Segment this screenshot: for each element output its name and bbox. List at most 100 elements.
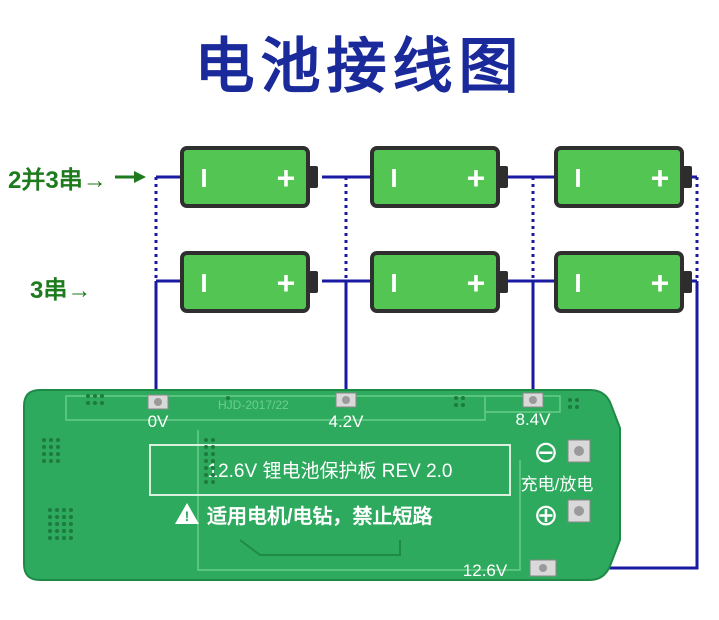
via-dot [48, 529, 52, 533]
label-2p3s: 2并3串→ [8, 167, 107, 194]
charge-discharge-label: 充电/放电 [521, 475, 594, 494]
battery-negative-mark: I [574, 268, 581, 298]
via-dot [48, 508, 52, 512]
via-dot [55, 508, 59, 512]
via-dot [204, 445, 208, 449]
battery-grid: I+I+I+I+I+I+ [180, 146, 692, 313]
via-dot [56, 459, 60, 463]
via-dot [69, 529, 73, 533]
via-dot [93, 401, 97, 405]
battery-negative-mark: I [200, 163, 207, 193]
battery-body [180, 146, 310, 208]
via-dot [55, 536, 59, 540]
pad-label-4v2: 4.2V [329, 412, 365, 431]
battery-cell: I+ [180, 251, 318, 313]
via-dot [211, 445, 215, 449]
via-dot [42, 459, 46, 463]
battery-cell: I+ [554, 251, 692, 313]
pad-output-neg-hole [574, 446, 584, 456]
via-dot [42, 452, 46, 456]
battery-body [554, 251, 684, 313]
wires [154, 175, 699, 570]
battery-cell: I+ [554, 146, 692, 208]
via-dot [204, 480, 208, 484]
pad-4v2-hole [342, 396, 350, 404]
protection-board: 12.6V 锂电池保护板 REV 2.0 ! 适用电机/电钻，禁止短路 HJD-… [23, 389, 621, 581]
pad-output-pos-hole [574, 506, 584, 516]
via-dot [461, 403, 465, 407]
battery-positive-mark: + [467, 265, 486, 301]
warning-text: 适用电机/电钻，禁止短路 [207, 504, 434, 528]
battery-terminal-cap [309, 271, 318, 293]
via-dot [69, 515, 73, 519]
arrow-head-row1 [134, 171, 146, 183]
warning-icon-mark: ! [185, 508, 190, 524]
label-3s: 3串→ [30, 277, 92, 304]
via-dot [49, 438, 53, 442]
product-label: 12.6V 锂电池保护板 REV 2.0 [208, 460, 453, 482]
via-dot [55, 522, 59, 526]
via-dot [211, 459, 215, 463]
via-dot [55, 529, 59, 533]
via-dot [575, 405, 579, 409]
pad-label-0v: 0V [148, 412, 169, 431]
board-body [23, 389, 621, 581]
via-dot [454, 403, 458, 407]
via-dot [575, 398, 579, 402]
warning-row: ! 适用电机/电钻，禁止短路 [175, 503, 434, 528]
pad-12v6-hole [539, 564, 547, 572]
via-dot [62, 536, 66, 540]
via-dot [93, 394, 97, 398]
via-dot [454, 396, 458, 400]
silkscreen-id: HJD-2017/22 [218, 398, 289, 412]
via-dot [100, 394, 104, 398]
via-dot [62, 529, 66, 533]
battery-body [554, 146, 684, 208]
battery-negative-mark: I [574, 163, 581, 193]
minus-icon: ⊖ [533, 435, 558, 470]
battery-positive-mark: + [651, 160, 670, 196]
via-dot [56, 445, 60, 449]
via-dot [62, 508, 66, 512]
via-dot [204, 473, 208, 477]
label-panel [149, 444, 511, 496]
battery-body [370, 251, 500, 313]
via-dot [204, 452, 208, 456]
warning-icon [175, 503, 199, 524]
page-title: 电池接线图 [194, 32, 525, 102]
via-dot [86, 394, 90, 398]
via-dot [204, 438, 208, 442]
battery-cell: I+ [180, 146, 318, 208]
battery-cell: I+ [370, 146, 508, 208]
via-dot [55, 515, 59, 519]
battery-negative-mark: I [200, 268, 207, 298]
battery-terminal-cap [309, 166, 318, 188]
parallel-links [154, 177, 699, 281]
battery-positive-mark: + [277, 160, 296, 196]
via-dot [211, 452, 215, 456]
pad-8v4-hole [529, 396, 537, 404]
pad-0v-hole [154, 398, 162, 406]
via-dot [211, 473, 215, 477]
via-dot [42, 438, 46, 442]
via-dot [568, 398, 572, 402]
via-dot [204, 459, 208, 463]
via-dot [69, 508, 73, 512]
battery-body [370, 146, 500, 208]
via-dot [62, 515, 66, 519]
via-dot [86, 401, 90, 405]
via-dot [69, 522, 73, 526]
via-clusters [42, 394, 579, 540]
via-dot [49, 445, 53, 449]
via-dot [62, 522, 66, 526]
plus-icon: ⊕ [533, 498, 558, 533]
via-dot [226, 396, 230, 400]
battery-cell: I+ [370, 251, 508, 313]
trace-lower [197, 430, 521, 571]
battery-terminal-cap [683, 166, 692, 188]
battery-terminal-cap [499, 271, 508, 293]
battery-negative-mark: I [390, 163, 397, 193]
via-dot [211, 438, 215, 442]
via-dot [48, 522, 52, 526]
